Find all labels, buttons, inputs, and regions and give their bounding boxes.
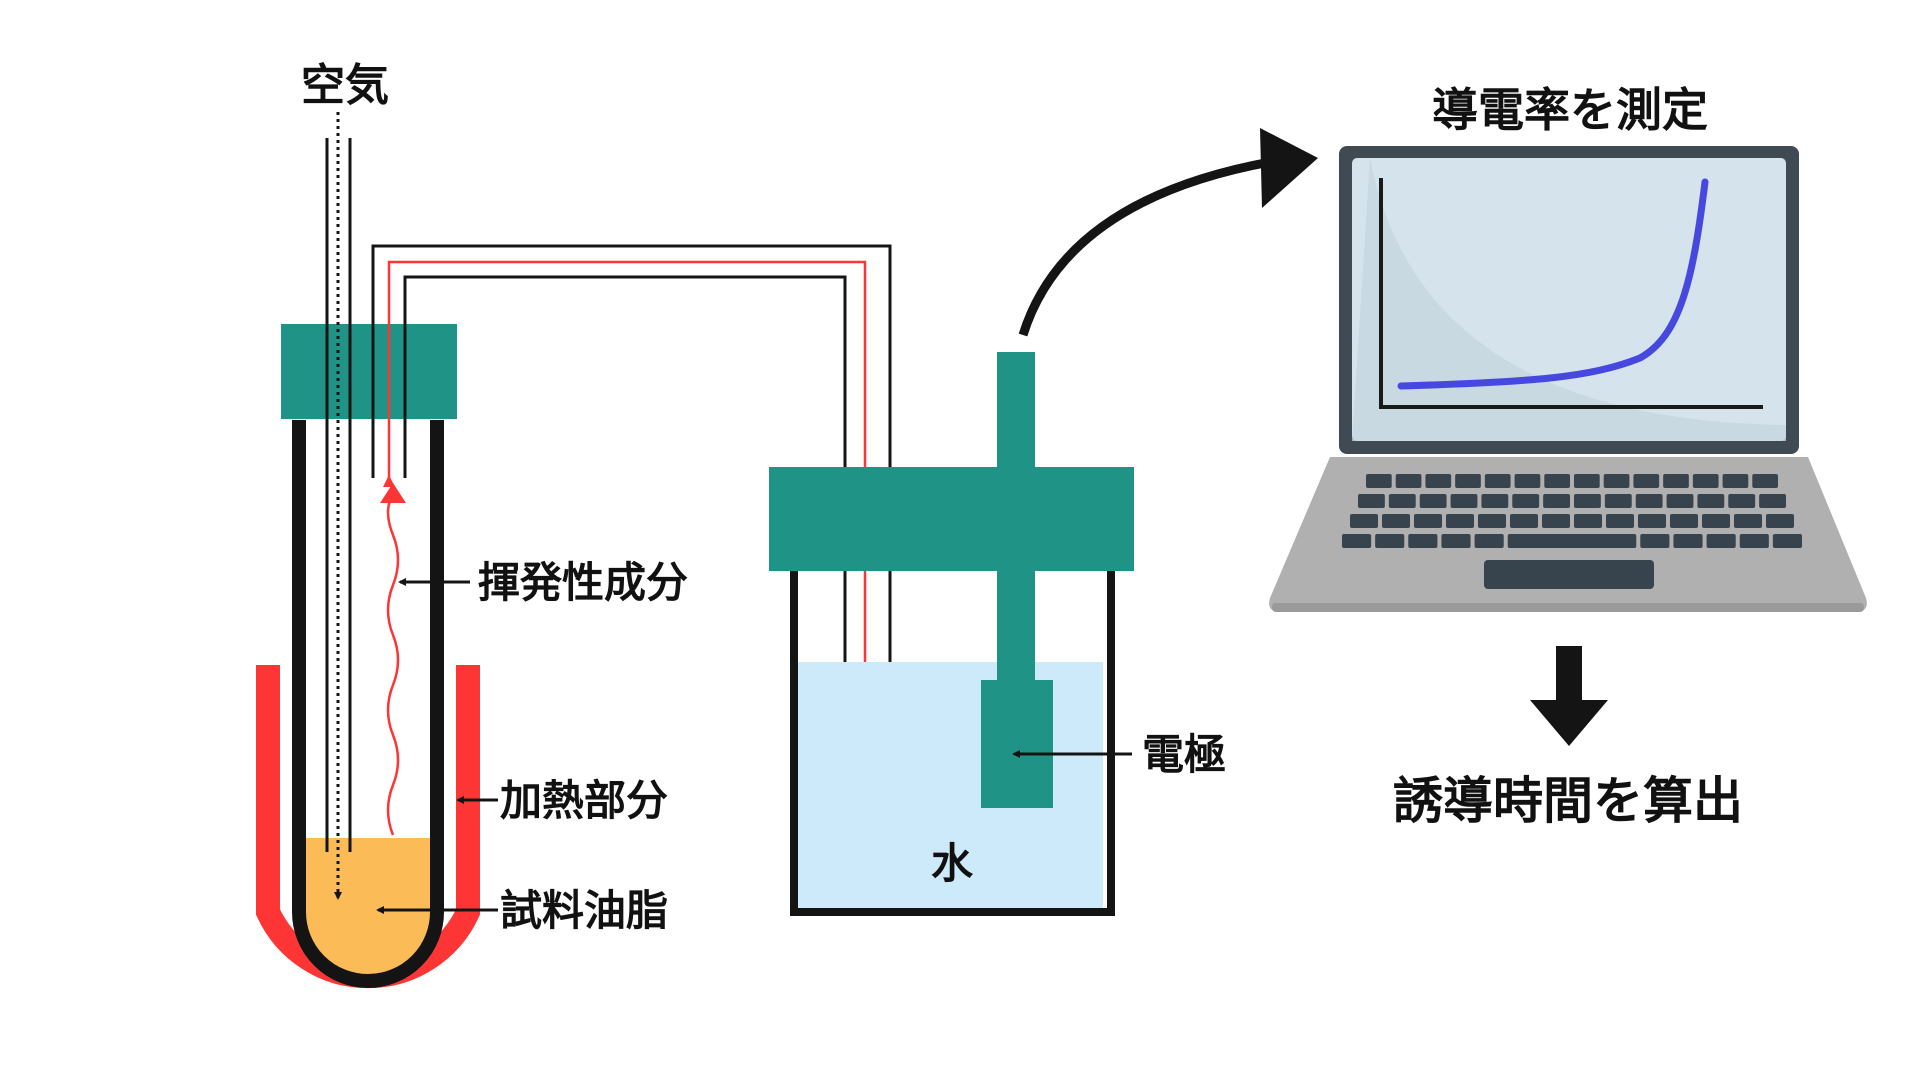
- keyboard-key: [1766, 514, 1794, 528]
- spacebar-key: [1507, 534, 1637, 548]
- keyboard-key: [1474, 534, 1504, 548]
- keyboard-key: [1350, 514, 1378, 528]
- keyboard-key: [1414, 514, 1442, 528]
- screen-reflection: [1352, 158, 1786, 441]
- keyboard-key: [1670, 514, 1698, 528]
- keyboard-key: [1692, 474, 1719, 488]
- keyboard-key: [1752, 474, 1778, 488]
- keyboard-key: [1635, 494, 1663, 508]
- keyboard-key: [1425, 474, 1452, 488]
- tube-stopper: [281, 324, 457, 419]
- calculate-induction-time-label: 誘導時間を算出: [1393, 772, 1743, 830]
- keyboard-key: [1604, 494, 1632, 508]
- keyboard-key: [1673, 534, 1703, 548]
- keyboard-key: [1728, 494, 1756, 508]
- measure-conductivity-label: 導電率を測定: [1432, 83, 1708, 137]
- air-label: 空気: [301, 60, 389, 111]
- conductivity-curve: [1397, 178, 1709, 390]
- sample-oil-label: 試料油脂: [500, 886, 668, 935]
- keyboard-key: [1772, 534, 1802, 548]
- keyboard-key: [1702, 514, 1730, 528]
- keyboard-key: [1510, 514, 1538, 528]
- keyboard-key: [1366, 474, 1392, 488]
- keyboard-key: [1484, 474, 1511, 488]
- leader-lines: [376, 578, 1132, 914]
- keyboard-key: [1574, 494, 1601, 508]
- keyboard-key: [1759, 494, 1786, 508]
- water-vessel: [769, 352, 1134, 916]
- keyboard-key: [1481, 494, 1509, 508]
- keyboard-key: [1543, 494, 1570, 508]
- keyboard-key: [1574, 474, 1600, 488]
- keyboard-key: [1441, 534, 1471, 548]
- keyboard-key: [1706, 534, 1736, 548]
- keyboard-key: [1574, 514, 1602, 528]
- keyboard: [1342, 474, 1802, 548]
- electrode-head: [981, 680, 1053, 808]
- keyboard-key: [1697, 494, 1725, 508]
- keyboard-key: [1358, 494, 1385, 508]
- keyboard-key: [1663, 474, 1689, 488]
- keyboard-key: [1388, 494, 1416, 508]
- electrode-rod: [997, 352, 1035, 682]
- vessel-wall: [790, 568, 1115, 916]
- keyboard-key: [1455, 474, 1481, 488]
- volatile-components-label: 揮発性成分: [478, 558, 688, 607]
- volatile-arrow-head-icon: [380, 483, 406, 503]
- keyboard-key: [1640, 534, 1670, 548]
- volatile-rise-path: [386, 494, 400, 836]
- keyboard-key: [1450, 494, 1478, 508]
- keyboard-key: [1544, 474, 1570, 488]
- keyboard-key: [1739, 534, 1769, 548]
- keyboard-key: [1514, 474, 1541, 488]
- keyboard-key: [1542, 514, 1570, 528]
- keyboard-key: [1342, 534, 1372, 548]
- keyboard-key: [1603, 474, 1630, 488]
- keyboard-key: [1446, 514, 1474, 528]
- laptop-base-edge: [1272, 603, 1864, 612]
- vessel-stopper: [769, 467, 1134, 571]
- water-label: 水: [931, 839, 974, 888]
- keyboard-key: [1478, 514, 1506, 528]
- keyboard-key: [1734, 514, 1762, 528]
- keyboard-key: [1512, 494, 1540, 508]
- test-tube-assembly: [256, 112, 480, 989]
- keyboard-key: [1606, 514, 1634, 528]
- trackpad: [1484, 560, 1654, 589]
- keyboard-key: [1419, 494, 1447, 508]
- keyboard-key: [1382, 514, 1410, 528]
- keyboard-key: [1395, 474, 1422, 488]
- oil-sample: [306, 838, 430, 982]
- keyboard-key: [1722, 474, 1749, 488]
- electrode-label: 電極: [1142, 730, 1226, 779]
- down-arrow-icon: [1530, 646, 1608, 746]
- curved-arrow-icon: [1018, 128, 1318, 337]
- keyboard-key: [1638, 514, 1666, 528]
- heating-section-label: 加熱部分: [500, 776, 668, 825]
- keyboard-key: [1408, 534, 1438, 548]
- laptop-icon: [1269, 146, 1867, 612]
- test-tube: [292, 420, 444, 988]
- keyboard-key: [1666, 494, 1694, 508]
- keyboard-key: [1375, 534, 1405, 548]
- keyboard-key: [1633, 474, 1660, 488]
